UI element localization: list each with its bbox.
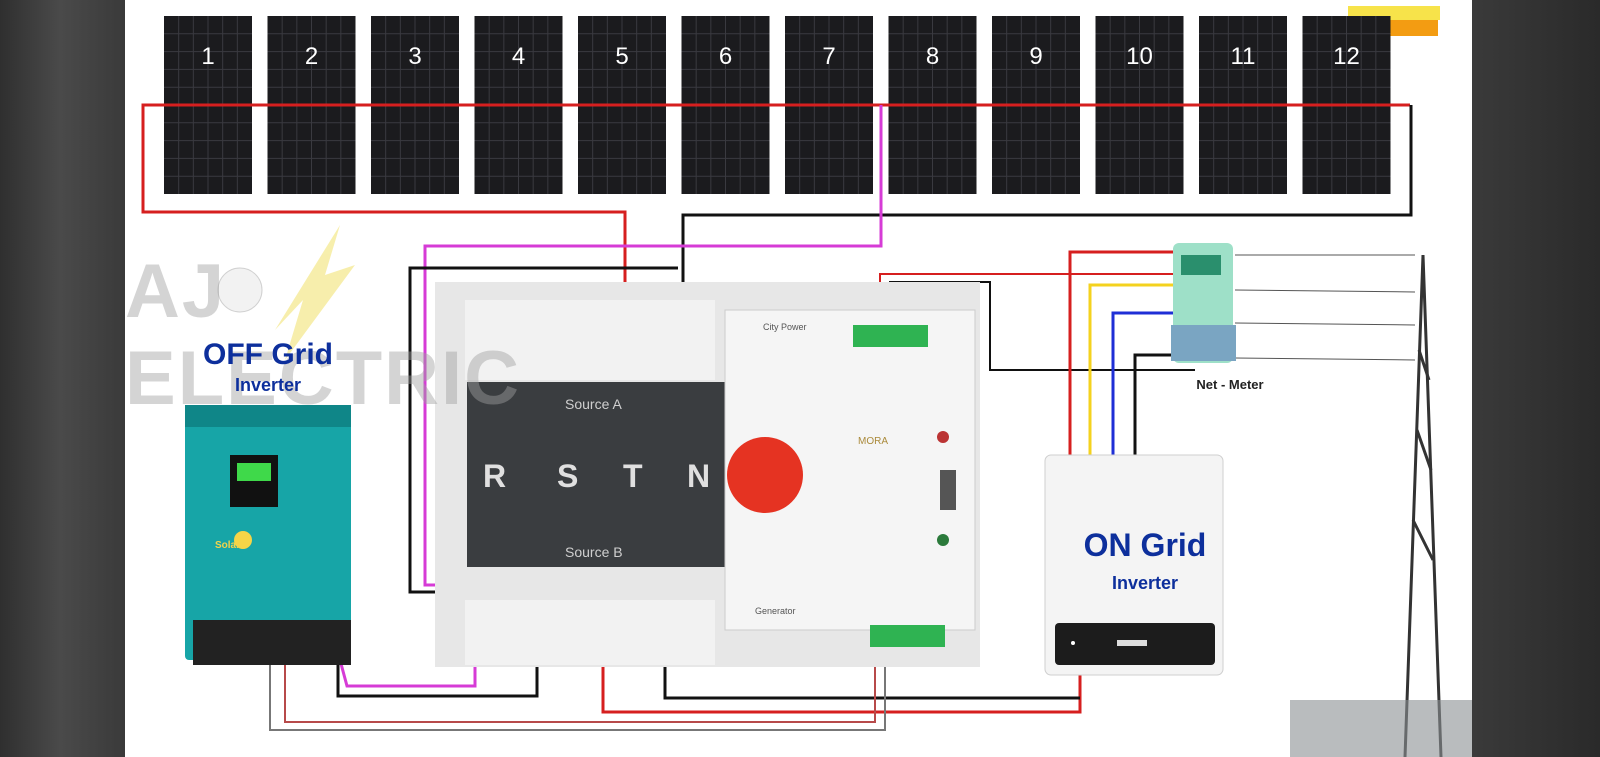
generator-label: Generator [755, 606, 796, 616]
panel-number-label: 2 [305, 43, 318, 70]
screen-background-right [1472, 0, 1600, 757]
panel-number-label: 11 [1231, 43, 1256, 70]
panel-number-label: 9 [1029, 43, 1042, 70]
city-power-label: City Power [763, 322, 807, 332]
panel-number-label: 6 [719, 43, 732, 70]
phase-t-label: T [623, 458, 643, 494]
panel-number-label: 5 [615, 43, 628, 70]
ats-switch [435, 282, 980, 667]
on-grid-subtitle: Inverter [1111, 573, 1179, 593]
watermark-text: AJ ELECTRIC [125, 249, 521, 421]
off-grid-title: OFF Grid [203, 338, 333, 371]
panel-number-label: 12 [1333, 43, 1360, 70]
wiring [141, 103, 1416, 731]
panel-number-label: 4 [512, 43, 525, 70]
on-grid-inverter [1044, 454, 1224, 676]
ats-source-a-label: Source A [565, 396, 622, 412]
on-grid-title: ON Grid [1083, 527, 1207, 563]
panel-number-label: 10 [1126, 43, 1153, 70]
ats-brand: MORA [858, 436, 888, 447]
phase-n-label: N [687, 458, 711, 494]
panel-number-label: 3 [408, 43, 421, 70]
ats-source-b-label: Source B [565, 544, 623, 560]
net-meter [1171, 243, 1236, 363]
panel-number-label: 7 [822, 43, 835, 70]
phase-r-label: R [483, 458, 507, 494]
panel-number-label: 1 [201, 43, 214, 70]
phase-s-label: S [557, 458, 579, 494]
transmission-tower [1403, 254, 1443, 757]
inverter-brand: Solar [215, 540, 241, 551]
off-grid-inverter [185, 405, 351, 665]
lightning-fist-icon [217, 225, 355, 360]
ground-scene [1290, 700, 1472, 757]
panel-number-label: 8 [926, 43, 939, 70]
net-meter-label: Net - Meter [1196, 377, 1264, 392]
off-grid-subtitle: Inverter [234, 375, 302, 395]
